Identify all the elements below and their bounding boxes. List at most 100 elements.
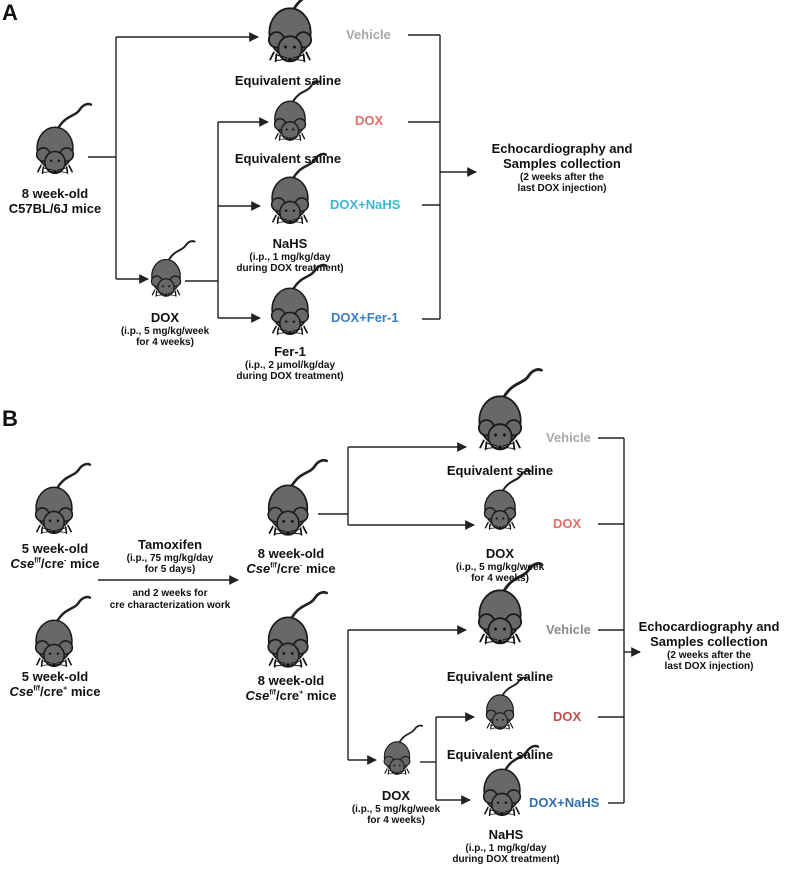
a-dox-treatment: DOX (i.p., 5 mg/kg/week for 4 weeks) [110,310,220,349]
b-dox1-dose: (i.p., 5 mg/kg/week [455,561,545,573]
b-neg8-gene: Cse [246,560,271,576]
b-tam-dose: (i.p., 75 mg/kg/day [126,552,214,564]
a-outcome-line1: Echocardiography and [491,141,633,156]
a-group-vehicle-label: Vehicle [346,27,391,42]
b-outcome: Echocardiography and Samples collection … [634,619,784,673]
a-fer-title: Fer-1 [274,344,306,359]
b-pos8-sign: + [299,689,304,697]
a-fer-mouse-icon [270,263,328,336]
b-pos8-genotype: Csef/f/cre+ mice [236,687,346,704]
b-pos-label: 5 week-old Csef/f/cre+ mice [0,669,110,700]
a-dox-mouse-icon [273,80,322,142]
b-dox2-treatment: DOX (i.p., 5 mg/kg/week for 4 weeks) [346,788,446,827]
b-pos8-rest: /cre [275,687,300,703]
b-nahs-dose: (i.p., 1 mg/kg/day [465,842,547,854]
a-start-strain: C57BL/6J mice [8,200,102,216]
b-pos-mouse-icon [34,595,92,668]
b-neg8-label: 8 week-old Csef/f/cre- mice [236,546,346,577]
b-dox-treatment-mouse-icon [383,724,424,776]
a-start-label: 8 week-old C57BL/6J mice [0,186,110,217]
a-saline1-label: Equivalent saline [234,73,342,88]
a-group-dox-nahs-label: DOX+NaHS [330,197,401,212]
a-fer-treatment: Fer-1 (i.p., 2 μmol/kg/day during DOX tr… [220,344,360,383]
a-dox-duration: for 4 weeks) [136,337,194,349]
b-neg-sign: - [64,557,67,565]
b-pos8-age: 8 week-old [257,673,325,688]
b-neg-genotype: Csef/f/cre- mice [0,555,110,572]
b-neg-gene: Cse [10,555,35,571]
a-fer-duration: during DOX treatment) [236,371,344,383]
b-outcome-line1: Echocardiography and [638,619,780,634]
b-dox1-title: DOX [485,546,515,561]
b-dox2-dose: (i.p., 5 mg/kg/week [351,803,441,815]
panel-b-connectors [98,437,641,805]
b-dox2-duration: for 4 weeks) [367,815,425,827]
b-saline1-label: Equivalent saline [446,463,554,478]
b-pos-genotype: Csef/f/cre+ mice [0,683,110,700]
b-neg-rest: /cre [40,555,64,571]
a-group-dox-label: DOX [355,113,384,128]
b-nahs-treatment: NaHS (i.p., 1 mg/kg/day during DOX treat… [446,827,566,866]
b-pos8-gene: Cse [245,687,270,703]
b-neg8-sup: f/f [270,562,277,570]
a-dox-treatment-mouse-icon [150,240,196,298]
b-saline3-mouse-icon [485,676,528,731]
b-group-vehicle1-label: Vehicle [546,430,591,445]
a-start-age: 8 week-old [21,186,89,201]
b-tam-title: Tamoxifen [137,537,203,552]
b-saline3-label: Equivalent saline [446,747,554,762]
b-neg8-genotype: Csef/f/cre- mice [236,560,346,577]
a-dox-title: DOX [150,310,180,325]
b-dox1-duration: for 4 weeks) [471,573,529,585]
b-neg8-age: 8 week-old [257,546,325,561]
a-vehicle-mouse-icon [267,0,333,64]
b-dox1-mouse-icon [483,469,532,531]
a-nahs-title: NaHS [272,236,308,251]
a-nahs-duration: during DOX treatment) [236,263,344,275]
b-group-dox2-label: DOX [553,709,582,724]
b-outcome-sub2: last DOX injection) [664,661,754,673]
a-group-dox-fer1-label: DOX+Fer-1 [331,310,399,325]
b-neg-sup: f/f [34,557,41,565]
a-start-mouse-icon [35,102,93,175]
b-pos-sup: f/f [33,685,40,693]
panel-a-letter: A [2,0,18,25]
b-group-dox-nahs-label: DOX+NaHS [529,795,600,810]
b-outcome-sub1: (2 weeks after the [667,649,751,661]
b-pos8-sup: f/f [269,689,276,697]
b-pos8-mouse-icon [266,590,328,669]
a-dox-dose: (i.p., 5 mg/kg/week [120,325,210,337]
b-pos-rest: /cre [39,683,64,699]
b-neg-mouse-icon [34,462,92,535]
b-neg8-mouse-icon [266,458,328,537]
b-tamoxifen-treatment: Tamoxifen (i.p., 75 mg/kg/day for 5 days… [110,537,230,576]
b-neg-label: 5 week-old Csef/f/cre- mice [0,541,110,572]
a-outcome-sub1: (2 weeks after the [520,171,604,183]
b-saline2-label: Equivalent saline [446,669,554,684]
b-nahs-duration: during DOX treatment) [452,854,560,866]
a-outcome-line2: Samples collection [503,155,621,171]
b-pos-age: 5 week-old [21,669,89,684]
b-neg8-mice: mice [302,560,336,576]
b-pos8-label: 8 week-old Csef/f/cre+ mice [236,673,346,704]
b-neg8-rest: /cre [276,560,300,576]
panel-a-connectors [88,32,477,323]
b-tam-note1: and 2 weeks for [132,588,208,599]
b-outcome-line2: Samples collection [650,633,768,649]
a-outcome-sub2: last DOX injection) [517,183,607,195]
b-group-vehicle2-label: Vehicle [546,622,591,637]
b-nahs-title: NaHS [488,827,524,842]
b-tamoxifen-note: and 2 weeks for cre characterization wor… [100,588,240,611]
b-pos-gene: Cse [9,683,34,699]
b-dox1-treatment: DOX (i.p., 5 mg/kg/week for 4 weeks) [450,546,550,585]
a-saline2-label: Equivalent saline [234,151,342,166]
b-neg-age: 5 week-old [21,541,89,556]
b-pos-mice: mice [67,683,101,699]
b-tam-duration: for 5 days) [144,564,196,576]
a-nahs-dose: (i.p., 1 mg/kg/day [249,251,331,263]
b-neg8-sign: - [300,562,303,570]
a-nahs-treatment: NaHS (i.p., 1 mg/kg/day during DOX treat… [220,236,360,275]
b-dox2-title: DOX [381,788,411,803]
a-fer-dose: (i.p., 2 μmol/kg/day [244,359,336,371]
